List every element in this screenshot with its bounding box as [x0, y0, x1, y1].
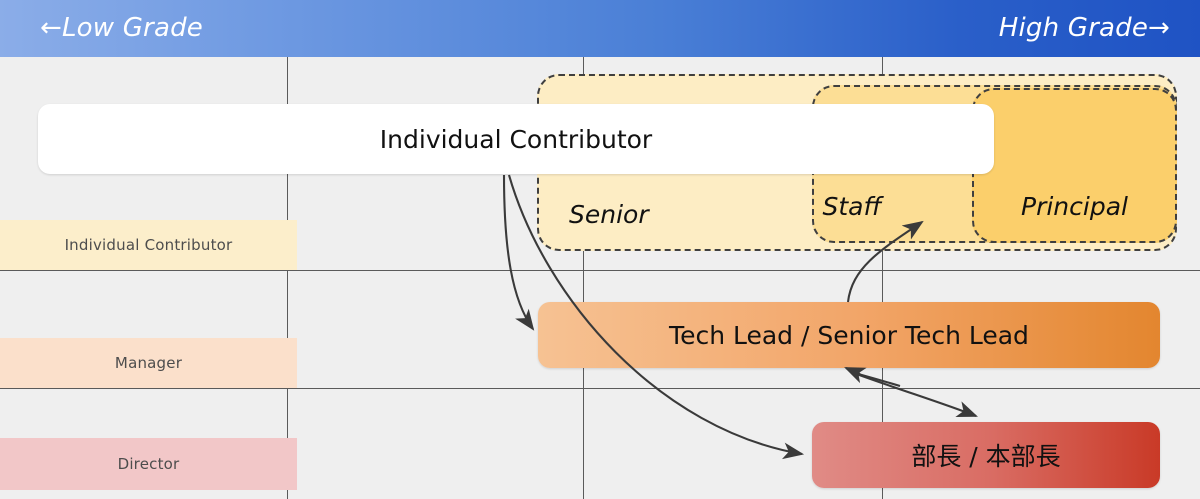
arrow-ic-to-tech-lead: [502, 174, 535, 331]
grade-group-principal: Principal: [972, 88, 1177, 243]
high-grade-label: High Grade→: [998, 13, 1170, 43]
arrow-tech-lead-to-bucho: [850, 371, 978, 417]
grid-vline-1: [287, 57, 288, 499]
arrow-bucho-to-tech-lead-head: [844, 367, 867, 384]
role-bar-tech-lead[interactable]: Tech Lead / Senior Tech Lead: [538, 302, 1160, 368]
row-label-director: Director: [0, 438, 297, 490]
role-bar-individual-contributor[interactable]: Individual Contributor: [38, 104, 994, 174]
grid-hline-1: [0, 270, 1200, 271]
grid-hline-2: [0, 388, 1200, 389]
role-bar-label: Individual Contributor: [379, 124, 653, 154]
role-bar-label: 部長 / 本部長: [911, 442, 1061, 471]
grade-group-label: Staff: [822, 192, 882, 221]
row-label-individual-contributor: Individual Contributor: [0, 220, 297, 270]
role-bar-bucho[interactable]: 部長 / 本部長: [812, 422, 1160, 488]
arrow-tech-lead-to-bucho-tail: [850, 370, 901, 388]
grade-group-label: Principal: [1021, 192, 1128, 221]
grade-axis-bar: [0, 0, 1200, 57]
row-label-manager: Manager: [0, 338, 297, 388]
row-label-text: Manager: [114, 354, 183, 372]
row-label-text: Individual Contributor: [64, 236, 233, 254]
role-bar-label: Tech Lead / Senior Tech Lead: [669, 320, 1029, 350]
row-label-text: Director: [117, 455, 180, 473]
low-grade-label: ←Low Grade: [40, 13, 203, 43]
grade-group-label: Senior: [569, 200, 649, 229]
